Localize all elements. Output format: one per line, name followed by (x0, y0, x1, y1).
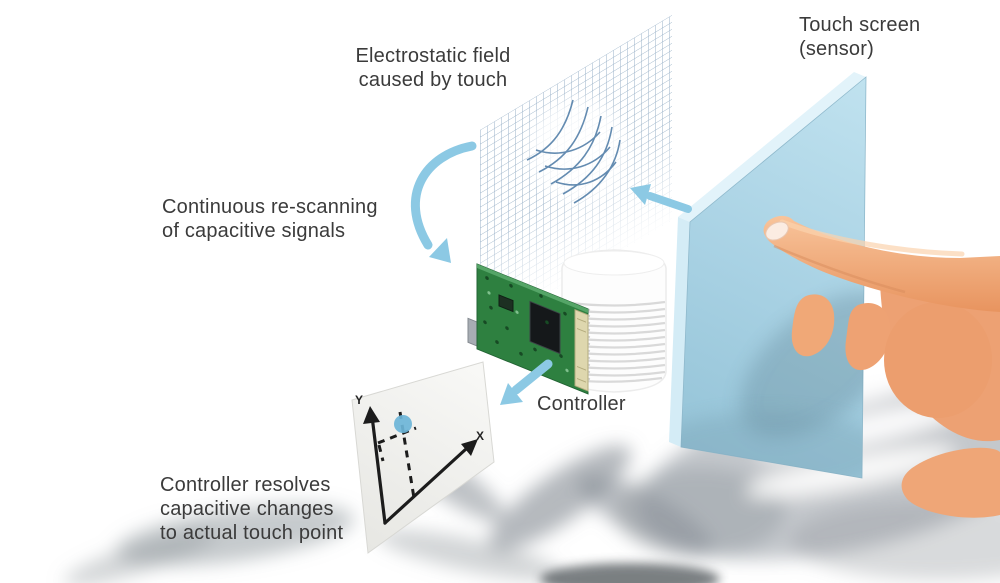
touch-point-dot (394, 415, 412, 433)
folded-finger-2 (845, 303, 891, 371)
label-line: of capacitive signals (162, 220, 346, 242)
hand (763, 215, 1000, 518)
y-axis-label: Y (355, 393, 363, 407)
dashed-coordinate-horizontal (377, 426, 417, 445)
label-line: Touch screen (799, 14, 921, 36)
label-line: Electrostatic field (355, 45, 511, 67)
y-axis (370, 414, 387, 525)
label-line: Controller resolves (160, 474, 331, 496)
finger-underside-shade (773, 244, 906, 294)
x-axis-label: X (476, 429, 484, 443)
thumb (901, 447, 1000, 518)
touchscreen-panel (669, 72, 867, 479)
controller-arrow-icon (500, 359, 553, 405)
label-line: capacitive changes (160, 498, 334, 520)
x-axis-arrowhead (461, 439, 478, 456)
small-chip-icon (498, 294, 514, 313)
chip-icon (529, 300, 561, 355)
edge-connector (574, 308, 589, 392)
label-line: Continuous re-scanning (162, 196, 378, 218)
label-rescanning: Continuous re-scanning of capacitive sig… (162, 195, 402, 243)
label-line: (sensor) (799, 38, 874, 60)
x-axis (383, 447, 468, 525)
y-axis-arrowhead (363, 406, 380, 424)
index-finger (763, 215, 1000, 312)
dark-shadow-band (540, 563, 720, 583)
label-line: Controller (537, 393, 626, 415)
folded-finger-1 (791, 294, 835, 357)
label-controller: Controller (537, 392, 657, 416)
finger-highlight (779, 219, 965, 257)
label-line: caused by touch (358, 69, 508, 91)
label-resolves: Controller resolves capacitive changes t… (160, 473, 400, 545)
rescan-arrow-icon (410, 141, 477, 263)
label-touch-screen: Touch screen (sensor) (799, 13, 979, 61)
label-line: to actual touch point (160, 522, 344, 544)
field-depression (522, 90, 634, 210)
field-arrow-icon (630, 184, 692, 213)
fingernail (765, 221, 789, 241)
dashed-coordinate-tick (377, 444, 385, 462)
knuckles (884, 302, 992, 418)
graph-panel: Y X (351, 361, 495, 554)
label-electrostatic-field: Electrostatic field caused by touch (347, 44, 519, 92)
controller-board (467, 263, 589, 395)
